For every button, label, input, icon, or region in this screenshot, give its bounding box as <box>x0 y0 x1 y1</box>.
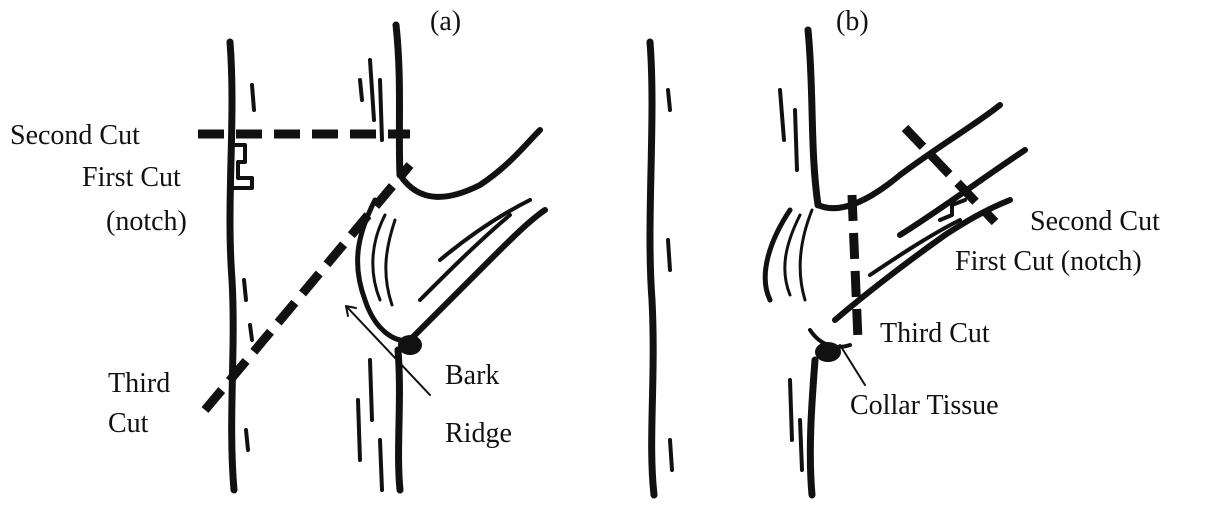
panel-a-bark-texture <box>358 400 360 460</box>
panel-a-branch-texture <box>440 200 530 260</box>
panel-b-bark-texture <box>800 420 802 470</box>
panel-b-left-trunk-mark <box>670 440 672 470</box>
panel-b-second-cut-label: Second Cut <box>1030 208 1160 236</box>
panel-b-left-trunk-mark <box>668 240 670 270</box>
panel-b-left-trunk-mark <box>668 90 670 110</box>
panel-b-bark-texture <box>780 90 784 140</box>
panel-a-first-cut-label: First Cut <box>82 164 181 192</box>
panel-a-bark-texture <box>380 80 382 140</box>
panel-a-left-trunk-mark <box>252 85 254 110</box>
panel-b-collar-tissue-pointer <box>840 345 865 385</box>
panel-a-collar-knob <box>398 335 422 355</box>
panel-b-collar-shading <box>800 210 812 300</box>
panel-b-left-trunk <box>650 42 654 495</box>
panel-a-branch-bottom <box>405 210 545 345</box>
panel-a-bark-texture <box>360 80 362 100</box>
panel-a-left-trunk-mark <box>244 280 246 300</box>
panel-b-label: (b) <box>836 8 869 36</box>
panel-a-left-trunk-mark <box>246 430 248 450</box>
panel-a-collar-shading <box>373 215 385 300</box>
panel-b-bark-texture <box>795 110 797 170</box>
panel-a-bark-texture <box>380 440 382 490</box>
panel-a-third-label: Third <box>108 370 170 398</box>
panel-b-third-cut-label: Third Cut <box>880 320 990 348</box>
panel-a-bark-label: Bark <box>445 362 499 390</box>
panel-b-right-trunk <box>808 30 818 205</box>
panel-a-collar-shading <box>386 220 395 305</box>
panel-b-first-cut-notch-label: First Cut (notch) <box>955 248 1142 276</box>
panel-b-collar-tissue-knob <box>815 342 841 362</box>
panel-b-collar-tissue-label: Collar Tissue <box>850 392 999 420</box>
panel-a-bark-texture <box>370 60 374 120</box>
panel-b-third-cut-line <box>852 195 858 340</box>
panel-a-label: (a) <box>430 8 461 36</box>
panel-a-left-trunk-mark <box>250 325 252 340</box>
panel-b-right-trunk-lower <box>810 360 815 495</box>
panel-a-bark-texture <box>370 360 372 420</box>
panel-a-cut-label: Cut <box>108 410 148 438</box>
panel-b-collar-shading <box>785 215 800 295</box>
panel-a-second-cut-label: Second Cut <box>10 122 140 150</box>
panel-b-bark-texture <box>790 380 792 440</box>
panel-a-notch-label: (notch) <box>106 208 187 236</box>
panel-a-left-trunk <box>230 42 234 490</box>
panel-a-right-trunk-lower <box>398 350 400 490</box>
panel-a-ridge-label: Ridge <box>445 420 512 448</box>
panel-a-branch-top <box>400 130 540 197</box>
panel-a-right-trunk <box>396 25 400 175</box>
